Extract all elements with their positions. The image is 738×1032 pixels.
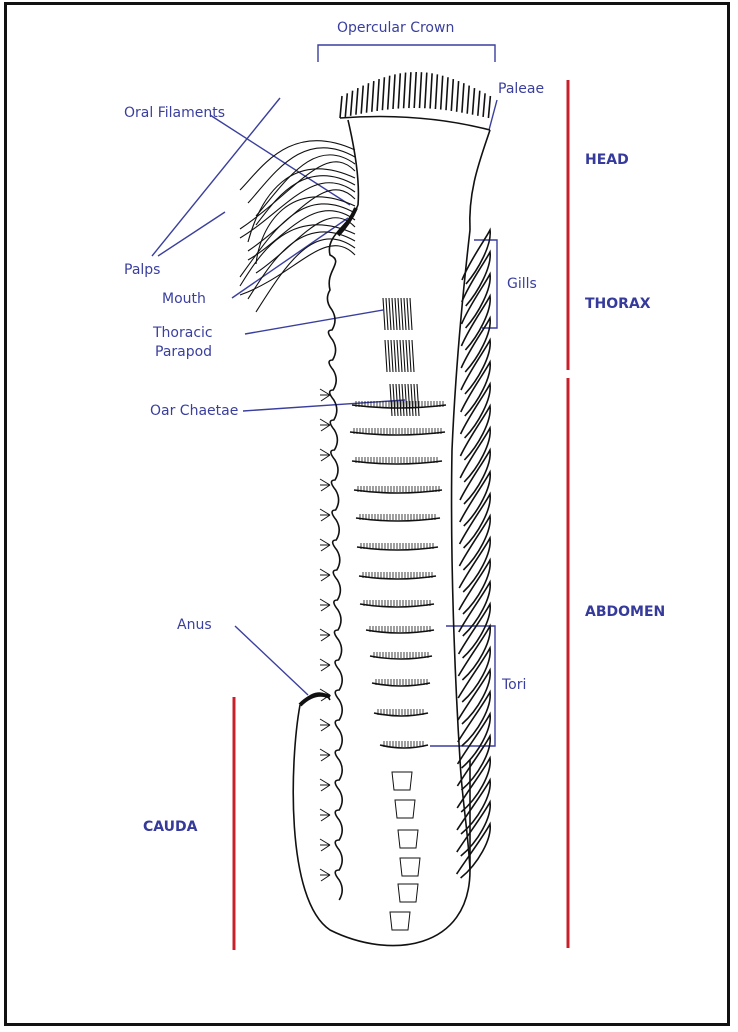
mouth-label: Mouth [162,291,206,308]
opercular-crown-bracket [318,45,495,62]
palps-leader-2 [158,212,225,256]
oral-filaments-group [240,141,355,312]
chaeta-fan [320,839,330,851]
chaeta-fan [320,809,330,821]
anus-leader [235,626,308,695]
palps-label: Palps [124,262,160,279]
oar-chaetae-label: Oar Chaetae [150,403,238,420]
chaeta-fan [320,539,330,551]
oral-filament [256,239,355,312]
cauda-region-label: CAUDA [143,819,198,835]
torus-ridge [359,576,436,579]
torus-ridge [352,461,442,464]
torus-comb [384,741,423,747]
mouth-leader [232,218,348,298]
oral-filaments-label: Oral Filaments [124,105,225,122]
gill-lobe [457,824,491,878]
abdomen-region-label: ABDOMEN [585,604,665,620]
torus-ridge [357,547,438,550]
parapod-bundle [383,298,412,330]
head-right-edge [470,130,490,230]
opercular-crown-label: Opercular Crown [337,20,454,37]
chaeta-fan [320,419,330,431]
torus-comb [356,457,437,463]
torus-comb [358,486,439,492]
tail-segment [400,858,420,876]
chaeta-fan [320,659,330,671]
worm-body [240,72,490,946]
thoracic-parapods-group [383,298,419,416]
tori-label: Tori [502,677,526,694]
thoracic-parapod-label-line1: Thoracic [153,325,213,342]
chaeta-fan [320,869,330,881]
chaeta-fan [320,629,330,641]
gills-label: Gills [507,276,537,293]
thoracic-parapod-label-line2: Parapod [155,344,212,361]
oral-filament [248,232,355,299]
anus-label: Anus [177,617,212,634]
body-left-edge [327,205,358,900]
chaeta-fan [320,599,330,611]
chaeta-fan [320,569,330,581]
cauda-outline [293,705,470,946]
paleae-label: Paleae [498,81,544,98]
tail-segment [398,830,418,848]
torus-comb [370,626,430,632]
lateral-chaetae-group [320,389,330,881]
chaeta-fan [320,689,330,701]
tail-segment [390,912,410,930]
tori-group [350,401,446,930]
head-region-label: HEAD [585,152,629,168]
chaeta-fan [320,449,330,461]
oral-filaments-leader [210,115,350,205]
torus-comb [378,709,423,715]
thoracic-parapod-leader [245,310,383,334]
parapod-bundle [385,340,414,372]
thorax-region-label: THORAX [585,296,651,312]
tori-bracket [430,626,495,746]
tail-segment [395,800,415,818]
chaeta-fan [320,509,330,521]
paleae-fringe [340,72,490,118]
torus-ridge [352,405,446,408]
anus-mark [300,695,330,705]
torus-ridge [350,432,445,435]
oar-chaetae-leader [243,400,405,411]
crown-rim [340,117,490,131]
chaeta-fan [320,779,330,791]
gills-group [457,230,491,878]
tail-segment [398,884,418,902]
chaeta-fan [320,389,330,401]
tail-segment [392,772,412,790]
chaeta-fan [320,749,330,761]
chaeta-fan [320,479,330,491]
chaeta-fan [320,719,330,731]
